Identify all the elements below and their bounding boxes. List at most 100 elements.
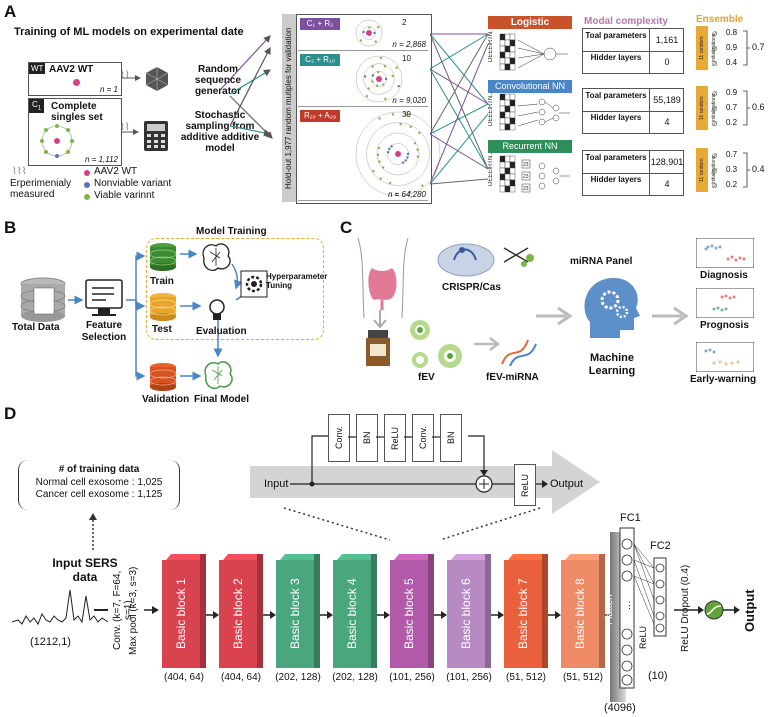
- evaluation-label: Evaluation: [196, 326, 247, 337]
- ensemble-bar: 11 random initializations: [696, 26, 717, 70]
- wt-tag: WT: [29, 63, 46, 74]
- database-icon: [20, 277, 66, 322]
- basic-block-shape: (51, 512): [562, 672, 604, 683]
- c1-tag: C1: [29, 99, 45, 113]
- model-cnn-header: Convolutional NN: [488, 80, 572, 93]
- fc2-label: FC2: [650, 540, 671, 552]
- basic-block-label: Basic block 5: [402, 578, 416, 650]
- final-model-label: Final Model: [194, 394, 249, 405]
- basic-block: Basic block 8 (51, 512): [561, 554, 607, 686]
- res-layer-box: BN: [356, 414, 378, 462]
- legend-wt-dot-icon: [84, 170, 90, 176]
- legend-nonviable: Nonviable variant: [94, 178, 172, 189]
- svg-text:DEEEIRTN..: DEEEIRTN..: [488, 92, 494, 126]
- prognosis-plot: [696, 288, 754, 318]
- final-model-brain-icon: [204, 361, 233, 390]
- layers-label: Hidder layers: [590, 113, 642, 122]
- training-data-title: # of training data: [58, 464, 140, 475]
- dna-icon: ⌇⌇: [120, 70, 130, 81]
- basic-block-label: Basic block 1: [174, 578, 188, 650]
- legend-viable-dot-icon: [84, 194, 90, 200]
- prognosis-label: Prognosis: [700, 320, 749, 331]
- basic-block: Basic block 4 (202, 128): [332, 554, 379, 686]
- basic-block-face: Basic block 1: [162, 560, 200, 668]
- variant-rings-icon: [355, 55, 403, 103]
- hyperparameter-gear-icon: [240, 270, 268, 298]
- legend-measured: Erperimenialy measured: [10, 178, 72, 200]
- panel-b-label: B: [4, 218, 17, 237]
- combo-tag: C₁ + R₂: [300, 18, 340, 30]
- legend-viable: Viable varinnt: [94, 190, 155, 201]
- res-layer-box: Conv.: [412, 414, 434, 462]
- network-connections: [430, 33, 489, 185]
- ensemble-member-icon: ⌀: [712, 103, 718, 113]
- ensemble-avg: 0.4: [752, 164, 765, 174]
- model-logistic-header: Logistic regression: [488, 16, 572, 41]
- fc1-shape: (4096): [604, 702, 636, 714]
- model-training-box: [146, 238, 324, 340]
- svg-text:DEEEIRTN..: DEEEIRTN..: [488, 30, 494, 62]
- early-warning-label: Early-warning: [690, 374, 757, 385]
- params-label: Toal parameters: [585, 31, 647, 40]
- complexity-title: Modal complexity: [584, 16, 668, 27]
- feature-selection-icon: [85, 279, 123, 316]
- basic-block-face: Basic block 2: [219, 560, 257, 668]
- layers-value: 4: [649, 111, 684, 133]
- residual-block-diagram: [250, 435, 600, 514]
- panel-a-arrows: [122, 35, 273, 139]
- basic-block: Basic block 5 (101, 256): [389, 554, 436, 686]
- model-rnn-header: Recurrent NN: [488, 140, 572, 153]
- scissors-icon: [503, 247, 534, 267]
- res-layer-box: BN: [440, 414, 462, 462]
- fc-layers: ⋮: [619, 527, 667, 689]
- rnn-unit-2: 23: [523, 174, 529, 180]
- layers-label: Hidder layers: [590, 175, 642, 184]
- basic-block-face: Basic block 6: [447, 560, 485, 668]
- diagnosis-label: Diagnosis: [700, 270, 748, 281]
- ensemble-value: 0.7: [726, 103, 738, 112]
- res-relu-box: ReLU: [514, 464, 536, 506]
- combo-tag: C₂ + R₁₀: [300, 54, 340, 66]
- wt-box: WT AAV2 WT n = 1: [28, 62, 122, 96]
- model-training-title: Model Training: [196, 226, 267, 237]
- row-n: n = 64,280: [387, 190, 426, 199]
- params-label: Toal parameters: [585, 153, 647, 162]
- output-label: Output: [742, 589, 757, 633]
- panel-a-title: Training of ML models on experimental da…: [14, 26, 244, 38]
- head-gears-icon: [584, 277, 640, 338]
- dotted-arrow-icon: [89, 513, 97, 550]
- wt-name: AAV2 WT: [49, 64, 94, 75]
- normal-count: Normal cell exosome : 1,025: [35, 477, 163, 488]
- validation-label: Validation: [142, 394, 190, 405]
- ensemble-value: 0.8: [726, 28, 738, 37]
- ensemble-value: 0.3: [726, 165, 738, 174]
- rnn-unit-1: 23: [523, 162, 529, 168]
- block-arrow: [206, 611, 219, 619]
- ensemble-member-icon: ⌀: [712, 165, 718, 175]
- variant-rings-icon: [355, 19, 383, 47]
- ensemble-value: 0.2: [726, 118, 738, 127]
- ensemble-group: 11 random initializations⌀ 0.8⌀ 0.9⌀ 0.4…: [696, 20, 768, 74]
- ensemble-member-icon: ⌀: [712, 58, 718, 68]
- singles-n: n = 1,112: [85, 155, 118, 164]
- ensemble-value: 0.9: [726, 43, 738, 52]
- res-connectors: [348, 436, 440, 438]
- singles-box: C1 Complete singles set n = 1,112: [28, 98, 122, 166]
- basic-block-label: Basic block 4: [345, 578, 359, 650]
- arrow-to-ml-icon: [536, 306, 573, 326]
- stochastic-label: Stochastic sampling from additive additi…: [180, 110, 260, 154]
- basic-block-shape: (51, 512): [505, 672, 547, 683]
- train-label: Train: [150, 276, 174, 287]
- svg-text:DEEEIRTN..: DEEEIRTN..: [488, 152, 494, 186]
- ensemble-title: Ensemble: [696, 14, 744, 25]
- basic-block-label: Basic block 3: [288, 578, 302, 650]
- basic-block-shape: (202, 128): [275, 672, 321, 683]
- fc1-label: FC1: [620, 512, 641, 524]
- mirna-strands-icon: [501, 339, 537, 367]
- block-arrow: [548, 611, 561, 619]
- block-arrow: [491, 611, 504, 619]
- row-n: n = 9,020: [392, 96, 426, 105]
- ensemble-value: 0.9: [726, 88, 738, 97]
- lightbulb-icon: [209, 299, 225, 320]
- basic-block-shape: (101, 256): [389, 672, 435, 683]
